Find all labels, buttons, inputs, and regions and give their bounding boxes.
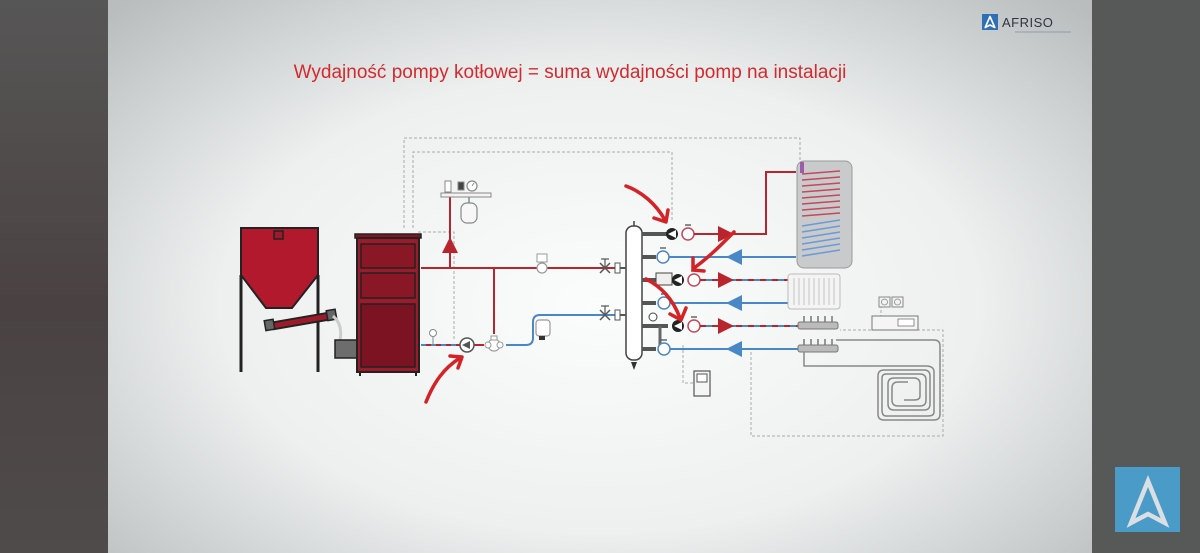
circuit-dhw-supply (642, 171, 796, 242)
boiler-supply-line (421, 196, 620, 334)
circuit-floor-return (642, 339, 798, 357)
annotation-arrow-boiler-pump (424, 354, 464, 404)
underfloor-heating-loop (803, 339, 941, 421)
slide-title: Wydajność pompy kotłowej = suma wydajnoś… (293, 62, 847, 83)
thermometer (429, 329, 437, 345)
annotation-arrow-radiator-pump (691, 230, 736, 273)
safety-group (440, 180, 492, 204)
annotation-arrow-floor-pump (644, 277, 688, 322)
floor-heating-controller (871, 315, 919, 331)
annotation-arrows (424, 184, 736, 404)
dirt-separator (535, 319, 551, 340)
radiator (787, 273, 841, 310)
circuit-radiator-supply (642, 270, 788, 288)
air-vent-valve (536, 253, 548, 274)
navigation-arrow-icon (1126, 475, 1170, 528)
boiler-pump (459, 337, 475, 353)
supply-shutoff-valve (599, 258, 621, 274)
room-thermostats (878, 296, 904, 308)
annotation-arrow-dhw-pump (624, 184, 670, 224)
presentation-slide: AFRISO Wydajność pompy kotłowej = suma w… (108, 0, 1092, 553)
right-letterbox (1092, 0, 1200, 553)
boiler-return-line (421, 314, 620, 346)
circuit-floor-supply (642, 312, 798, 349)
control-wiring (403, 137, 944, 437)
left-letterbox (0, 0, 108, 553)
circuit-radiator-return (642, 293, 788, 311)
logo-tagline (1015, 31, 1071, 33)
heating-system-diagram (239, 137, 944, 437)
circuit-dhw-return (642, 247, 796, 265)
return-shutoff-valve (599, 305, 621, 321)
hydraulic-separator (620, 221, 643, 370)
logo-text: AFRISO (1002, 14, 1054, 30)
corner-badge (1115, 467, 1180, 532)
afriso-triangle-logo-icon (982, 14, 998, 30)
mixing-valve (484, 335, 504, 352)
pellet-hopper (239, 227, 320, 372)
afriso-logo: AFRISO (982, 12, 1053, 32)
expansion-vessel (460, 202, 478, 224)
screw-feeder (263, 308, 358, 359)
controller (693, 370, 711, 397)
boiler (354, 233, 422, 376)
hot-water-cylinder (796, 160, 853, 269)
floor-manifold (797, 316, 839, 353)
